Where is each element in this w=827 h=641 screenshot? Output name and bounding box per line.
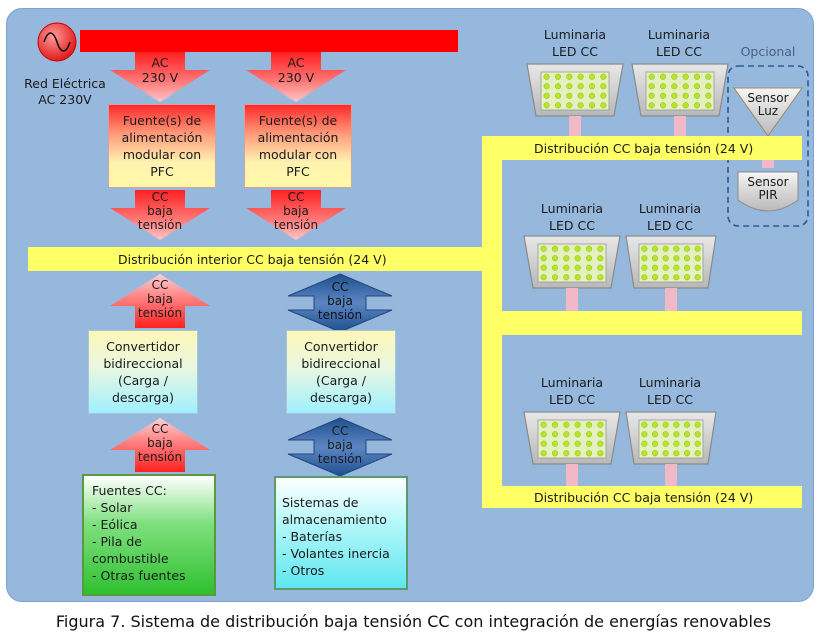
bus-bottom-label: Distribución CC baja tensión (24 V) — [534, 490, 754, 505]
led-dots — [540, 73, 712, 457]
ac-arrow-2 — [246, 52, 346, 102]
optional-label: Opcional — [740, 44, 796, 59]
bus-top-label: Distribución CC baja tensión (24 V) — [534, 141, 754, 156]
sensor-light-icon — [733, 87, 803, 137]
ac-arrow-1 — [110, 52, 210, 102]
interior-bus-label: Distribución interior CC baja tensión (2… — [118, 252, 387, 267]
luminaire-6 — [625, 411, 717, 486]
sensor-pir-icon — [737, 171, 799, 212]
bus-top — [502, 136, 802, 160]
bus-middle-branch — [502, 311, 802, 335]
cc-arrow-top-2 — [246, 190, 346, 240]
cc-arrow-bottom-1 — [110, 418, 210, 472]
interior-bus — [28, 247, 502, 271]
cc-arrow-mid-1 — [110, 274, 210, 328]
bus-vertical — [482, 136, 502, 508]
ac-supply-line — [80, 30, 458, 52]
diagram-shapes — [37, 22, 809, 508]
luminaire-3 — [523, 235, 621, 311]
luminaire-1 — [526, 63, 624, 136]
luminaire-2 — [631, 63, 729, 136]
bus-bottom — [482, 486, 802, 508]
optional-group — [727, 65, 809, 227]
figure-caption: Figura 7. Sistema de distribución baja t… — [55, 612, 772, 631]
ac-source-label: Red Eléctrica AC 230V — [24, 76, 106, 107]
cc-arrow-top-1 — [110, 190, 210, 240]
luminaire-5 — [523, 411, 621, 486]
luminaire-4 — [625, 235, 717, 311]
dc-sources-box: Fuentes CC:- Solar - Eólica- Pila de com… — [82, 474, 216, 596]
